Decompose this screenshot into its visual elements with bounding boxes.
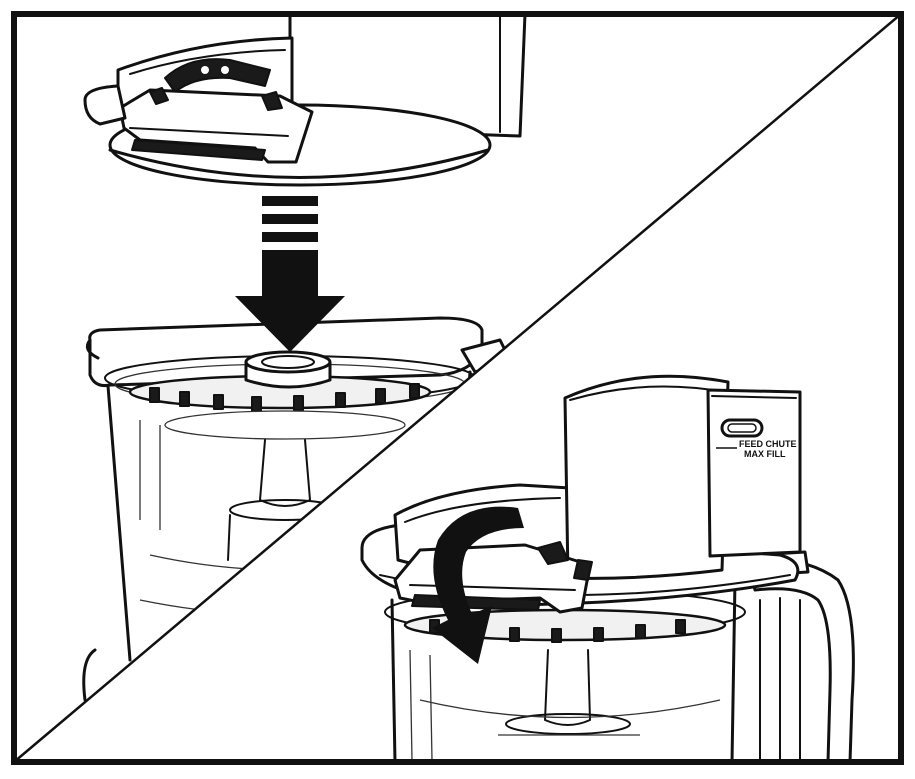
feed-chute-label: FEED CHUTE xyxy=(739,439,797,449)
step-lower-lid-panel xyxy=(82,14,527,702)
step-lock-lid-panel: FEED CHUTE MAX FILL xyxy=(360,374,855,762)
illustration-frame xyxy=(11,11,904,765)
blade-ring-teeth xyxy=(149,383,420,412)
down-arrow-icon xyxy=(235,196,345,352)
lid-illustration xyxy=(83,14,527,187)
panel-divider xyxy=(13,13,902,763)
max-fill-indicator-icon xyxy=(720,418,764,438)
max-fill-label: MAX FILL xyxy=(744,449,786,459)
bowl-illustration xyxy=(82,316,512,702)
rotate-arrow-icon xyxy=(432,506,524,664)
